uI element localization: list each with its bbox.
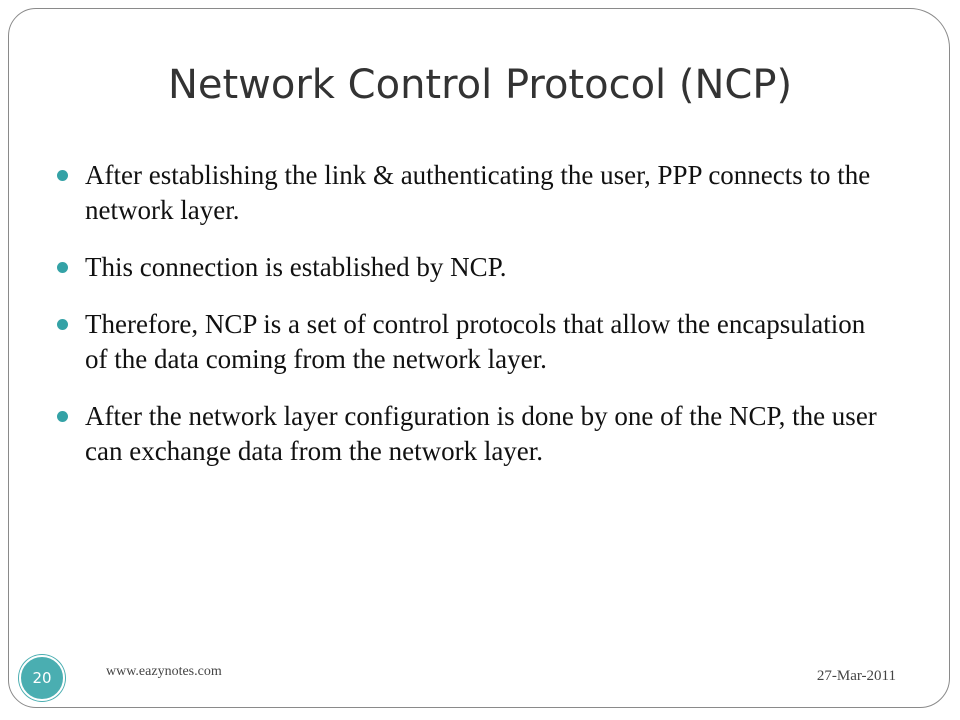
bullet-item: After establishing the link & authentica… [53,158,893,228]
bullet-dot-icon [57,319,68,330]
bullet-text: After establishing the link & authentica… [85,160,871,225]
footer-url: www.eazynotes.com [106,664,222,679]
slide-title: Network Control Protocol (NCP) [167,62,793,108]
bullet-item: Therefore, NCP is a set of control proto… [53,307,893,377]
slide-number-badge: 20 [19,655,65,701]
bullet-dot-icon [57,170,68,181]
footer-date: 27-Mar-2011 [816,668,896,684]
bullet-text: After the network layer configuration is… [85,401,877,466]
bullet-list: After establishing the link & authentica… [53,158,893,491]
bullet-text: This connection is established by NCP. [85,252,507,282]
bullet-dot-icon [57,262,68,273]
bullet-text: Therefore, NCP is a set of control proto… [85,309,866,374]
bullet-item: This connection is established by NCP. [53,250,893,285]
slide-frame [8,8,950,708]
bullet-item: After the network layer configuration is… [53,399,893,469]
bullet-dot-icon [57,411,68,422]
